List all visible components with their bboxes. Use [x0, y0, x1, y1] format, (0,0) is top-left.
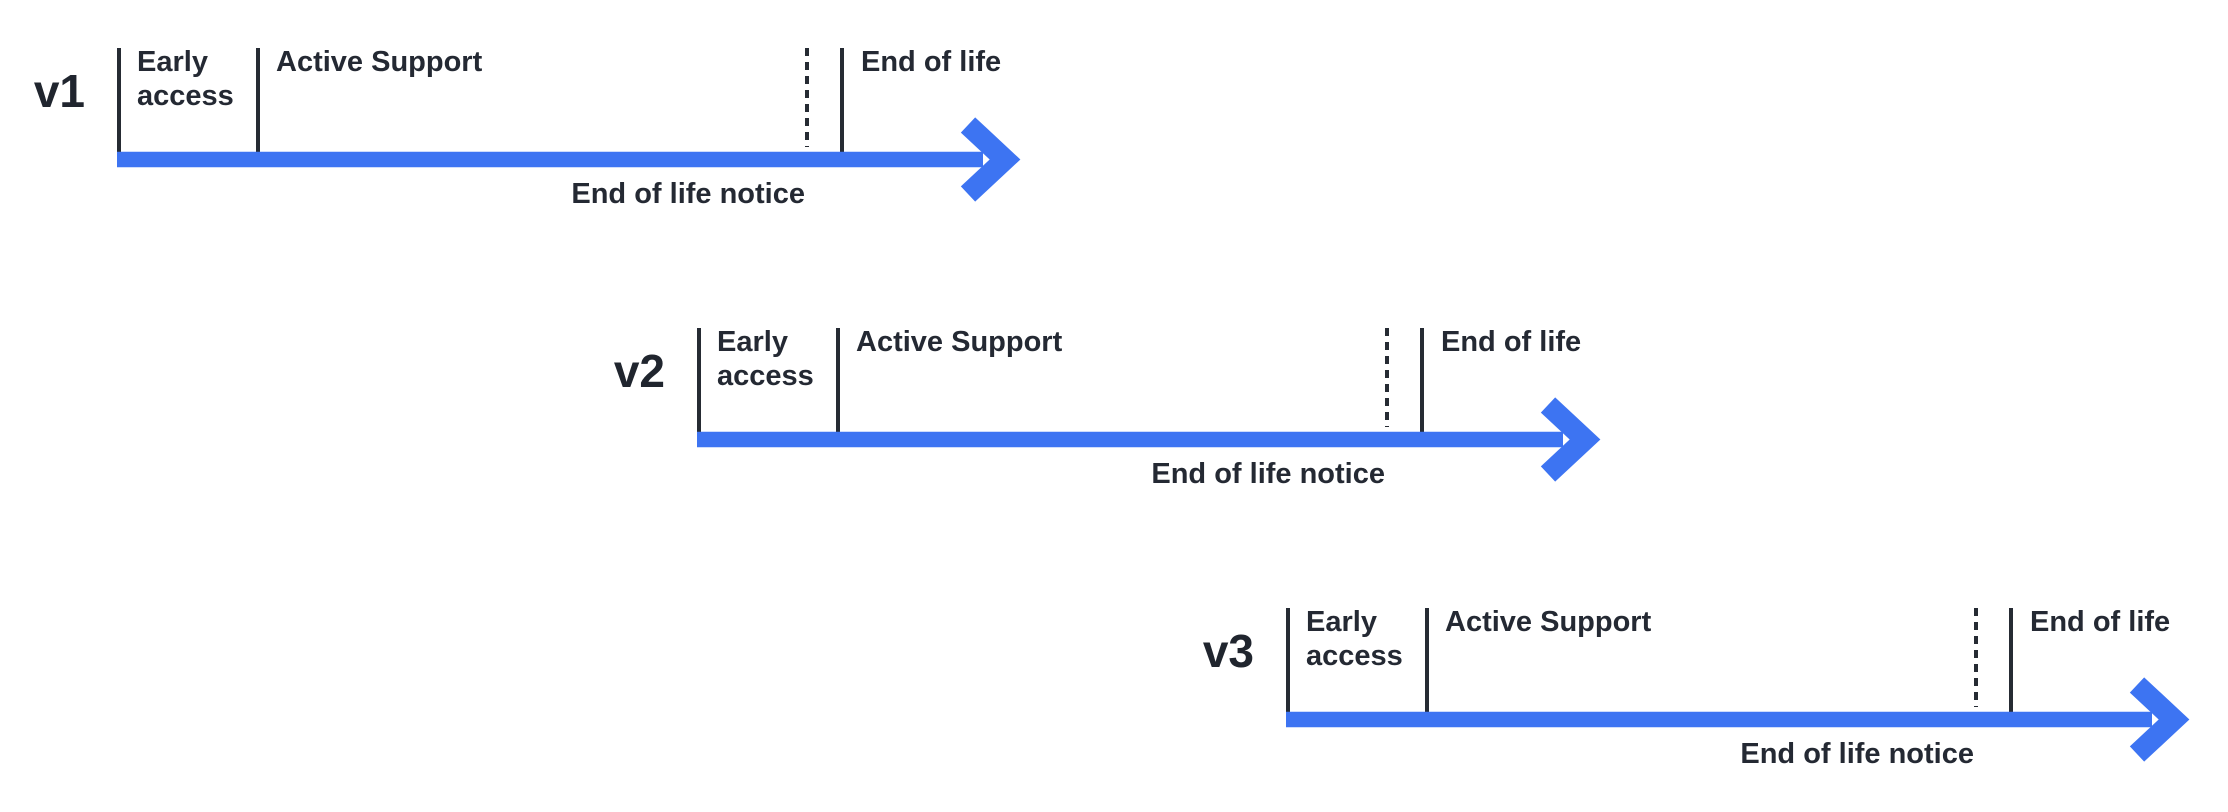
early-access-tick: [697, 328, 701, 432]
active-support-tick: [1425, 608, 1429, 712]
timeline-v3: v3 Early access Active Support End of li…: [1203, 606, 2190, 770]
active-support-label: Active Support: [856, 326, 1063, 358]
timeline-arrow: [1286, 677, 2190, 762]
version-label-v3: v3: [1202, 625, 1254, 677]
end-of-life-tick: [1420, 328, 1424, 432]
eol-notice-dashed-line: [1974, 608, 1978, 707]
end-of-life-label: End of life: [2030, 606, 2171, 638]
end-of-life-label: End of life: [1441, 326, 1582, 358]
eol-notice-dashed-line: [805, 48, 809, 147]
early-access-tick: [117, 48, 121, 152]
active-support-label: Active Support: [1445, 606, 1652, 638]
version-label-v1: v1: [33, 65, 85, 117]
timeline-v1: v1 Early access Active Support End of li…: [34, 46, 1021, 210]
active-support-tick: [836, 328, 840, 432]
eol-notice-label: End of life notice: [1151, 458, 1385, 490]
timeline-v2: v2 Early access Active Support End of li…: [614, 326, 1601, 490]
eol-notice-label: End of life notice: [1740, 738, 1974, 770]
timeline-arrow: [697, 397, 1601, 482]
timeline-arrow: [117, 117, 1021, 202]
early-access-label: Early access: [1306, 606, 1403, 672]
early-access-tick: [1286, 608, 1290, 712]
end-of-life-tick: [2009, 608, 2013, 712]
eol-notice-dashed-line: [1385, 328, 1389, 427]
active-support-label: Active Support: [276, 46, 483, 78]
early-access-label: Early access: [717, 326, 814, 392]
active-support-tick: [256, 48, 260, 152]
eol-notice-label: End of life notice: [571, 178, 805, 210]
early-access-label: Early access: [137, 46, 234, 112]
end-of-life-tick: [840, 48, 844, 152]
version-label-v2: v2: [613, 345, 665, 397]
end-of-life-label: End of life: [861, 46, 1002, 78]
